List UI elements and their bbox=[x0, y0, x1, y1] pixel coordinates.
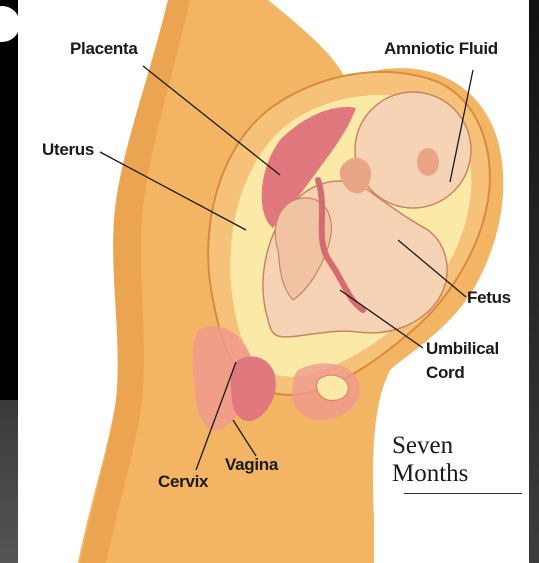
pubic-bone bbox=[317, 375, 349, 400]
caption-line-1: Seven bbox=[392, 433, 453, 459]
fetus-ear bbox=[417, 148, 439, 176]
fetus-head bbox=[355, 92, 471, 208]
label-vagina: Vagina bbox=[225, 456, 278, 474]
label-amniotic-fluid: Amniotic Fluid bbox=[384, 40, 498, 58]
label-placenta: Placenta bbox=[70, 40, 138, 58]
label-cord: Cord bbox=[426, 364, 464, 382]
caption-underline bbox=[404, 493, 522, 494]
slide-corner-glyph bbox=[0, 6, 20, 42]
caption-line-2: Months bbox=[392, 461, 468, 487]
label-fetus: Fetus bbox=[467, 289, 511, 307]
label-uterus: Uterus bbox=[42, 141, 94, 159]
pregnancy-illustration: Placenta Amniotic Fluid Uterus Fetus Umb… bbox=[18, 0, 529, 563]
label-cervix: Cervix bbox=[158, 473, 208, 491]
label-umbilical: Umbilical bbox=[426, 340, 499, 358]
